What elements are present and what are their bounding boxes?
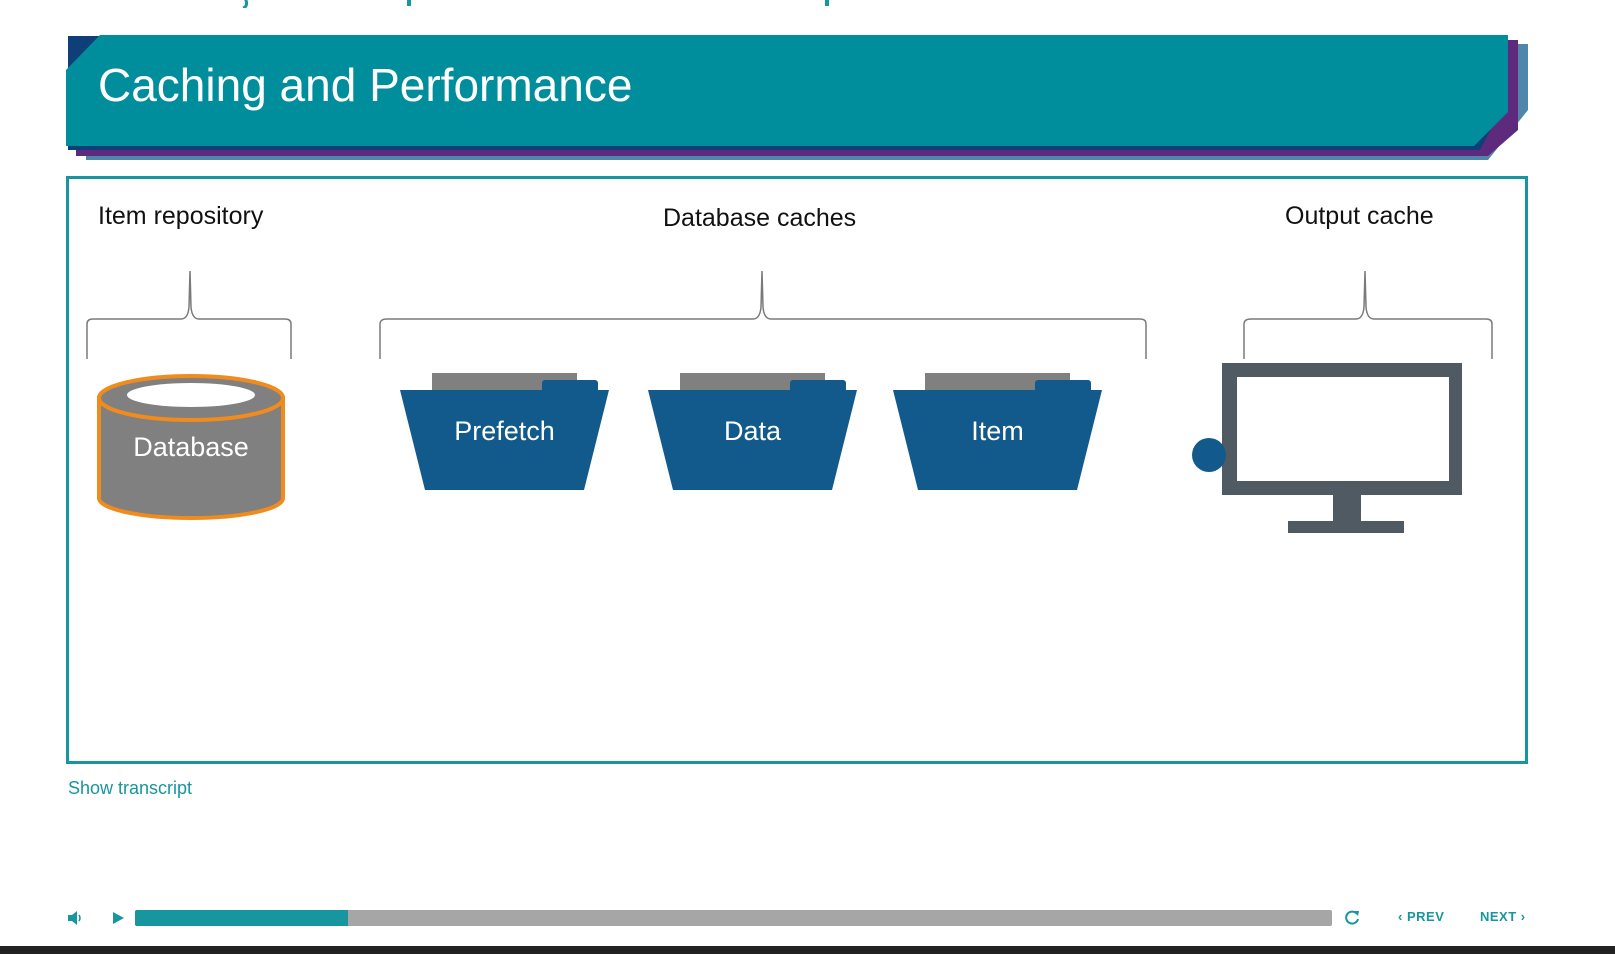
node-label-data: Data <box>723 416 782 446</box>
prev-button[interactable]: ‹ PREV <box>1398 909 1444 924</box>
folder-prefetch-icon <box>400 373 609 490</box>
slide-title: Caching and Performance <box>98 59 633 111</box>
chevron-left-icon: ‹ <box>1398 909 1403 924</box>
node-label-database: Database <box>133 432 249 462</box>
database-icon <box>97 374 285 520</box>
diagram-canvas <box>86 270 1493 533</box>
section-label-item-repository: Item repository <box>98 202 264 230</box>
slide-header: Caching and Performance <box>0 0 1615 175</box>
next-button-label: NEXT <box>1480 909 1517 924</box>
player-controls: ‹ PREV NEXT › <box>0 900 1615 936</box>
prev-button-label: PREV <box>1406 909 1445 924</box>
folder-item-icon <box>893 373 1102 490</box>
brace-item-repository <box>86 270 292 359</box>
progress-bar-fill <box>135 910 349 926</box>
monitor-icon <box>1222 363 1462 533</box>
indicator-dot <box>1192 438 1226 472</box>
brace-database-caches <box>379 270 1147 359</box>
bottom-bar <box>0 946 1615 954</box>
volume-icon[interactable] <box>66 909 84 932</box>
progress-bar[interactable] <box>135 910 1332 926</box>
section-label-output-cache: Output cache <box>1285 202 1434 230</box>
node-label-prefetch: Prefetch <box>454 416 555 446</box>
chevron-right-icon: › <box>1520 909 1526 924</box>
show-transcript-link[interactable]: Show transcript <box>68 778 193 798</box>
brace-output-cache <box>1243 270 1493 359</box>
section-label-database-caches: Database caches <box>663 204 857 232</box>
next-button[interactable]: NEXT › <box>1480 909 1526 924</box>
play-icon[interactable] <box>110 910 126 931</box>
replay-icon[interactable] <box>1342 908 1362 933</box>
header-banner-shape <box>66 35 1528 160</box>
diagram-stage: Item repository Database caches Output c… <box>66 176 1528 764</box>
clipped-top-fragment <box>0 0 1615 8</box>
folder-data-icon <box>648 373 857 490</box>
clipped-glyph-shapes <box>242 0 829 8</box>
node-label-item: Item <box>971 416 1024 446</box>
